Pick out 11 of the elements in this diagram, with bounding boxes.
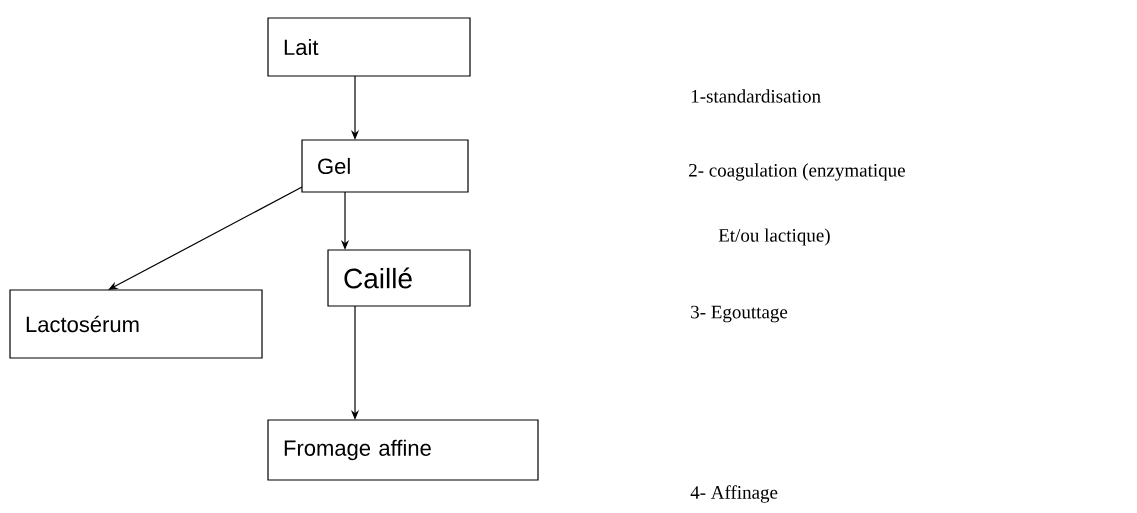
step-label: Et/ou lactique): [718, 228, 830, 246]
process-box: Fromage affine: [267, 419, 539, 481]
arrow: [108, 186, 303, 290]
step-label: 1-standardisation: [691, 89, 821, 103]
process-box: Caillé: [327, 249, 471, 307]
process-box: Lait: [267, 17, 471, 77]
process-box: Gel: [301, 139, 469, 193]
step-label: 3- Egouttage: [691, 305, 788, 323]
process-box: Lactosérum: [9, 289, 263, 359]
step-label: 2- coagulation (enzymatique: [689, 163, 905, 181]
step-label: 4- Affinage: [690, 485, 778, 503]
